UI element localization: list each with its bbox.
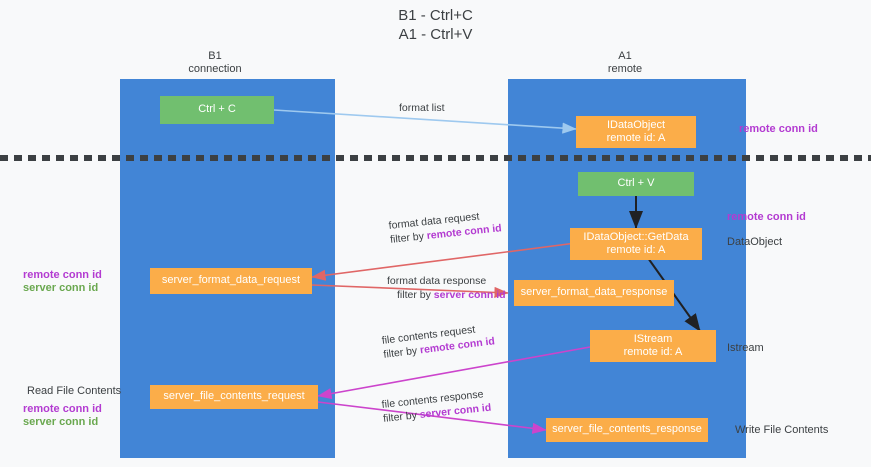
node-server-format-data-request[interactable]: server_format_data_request	[150, 268, 312, 294]
edge-label-format-data-response: format data response filter by server co…	[387, 274, 506, 302]
annotation-left-remote-conn-id: remote conn id	[23, 269, 102, 281]
edge-label-format-data-response-line1: format data response	[387, 275, 487, 287]
filter-prefix: filter by	[397, 289, 434, 301]
node-idataobject[interactable]: IDataObject remote id: A	[576, 116, 696, 148]
annotation-remote-conn-id-top: remote conn id	[739, 123, 818, 135]
edge-label-format-list: format list	[399, 102, 445, 114]
node-idataobject-getdata[interactable]: IDataObject::GetData remote id: A	[570, 228, 702, 260]
edge-label-format-data-response-line2: filter by server conn id	[387, 288, 506, 302]
node-server-file-contents-request[interactable]: server_file_contents_request	[150, 385, 318, 409]
annotation-remote-conn-id-mid: remote conn id	[727, 211, 806, 223]
wire-file-contents-response	[317, 401, 547, 434]
phase-divider	[0, 155, 871, 161]
filter-prefix: filter by	[389, 230, 428, 246]
annotation-left-server-conn-id-2: server conn id	[23, 416, 99, 428]
node-istream[interactable]: IStream remote id: A	[590, 330, 716, 362]
wire-format-data-request	[311, 242, 577, 281]
filter-prefix: filter by	[382, 409, 421, 425]
annotation-read-file-contents: Read File Contents	[27, 385, 122, 397]
wire-getdata-istream	[647, 257, 701, 332]
wire-format-data-response	[311, 284, 509, 299]
node-server-format-data-response[interactable]: server_format_data_response	[514, 280, 674, 306]
node-server-file-contents-response[interactable]: server_file_contents_response	[546, 418, 708, 442]
annotation-left-remote-conn-id-2: remote conn id	[23, 403, 102, 415]
column-header-b1: B1 connection	[188, 50, 242, 75]
filter-token-server-conn-id: server conn id	[433, 289, 506, 301]
column-header-a1: A1 remote	[607, 50, 643, 75]
annotation-istream: Istream	[727, 342, 764, 354]
wire-file-contents-request	[317, 346, 591, 400]
node-ctrl-c[interactable]: Ctrl + C	[160, 96, 274, 124]
node-ctrl-v[interactable]: Ctrl + V	[578, 172, 694, 196]
annotation-write-file-contents: Write File Contents	[735, 424, 829, 436]
annotation-left-server-conn-id: server conn id	[23, 282, 99, 294]
wire-format-list	[273, 109, 577, 134]
annotation-dataobject: DataObject	[727, 236, 783, 248]
page-title: B1 - Ctrl+C A1 - Ctrl+V	[398, 7, 473, 43]
